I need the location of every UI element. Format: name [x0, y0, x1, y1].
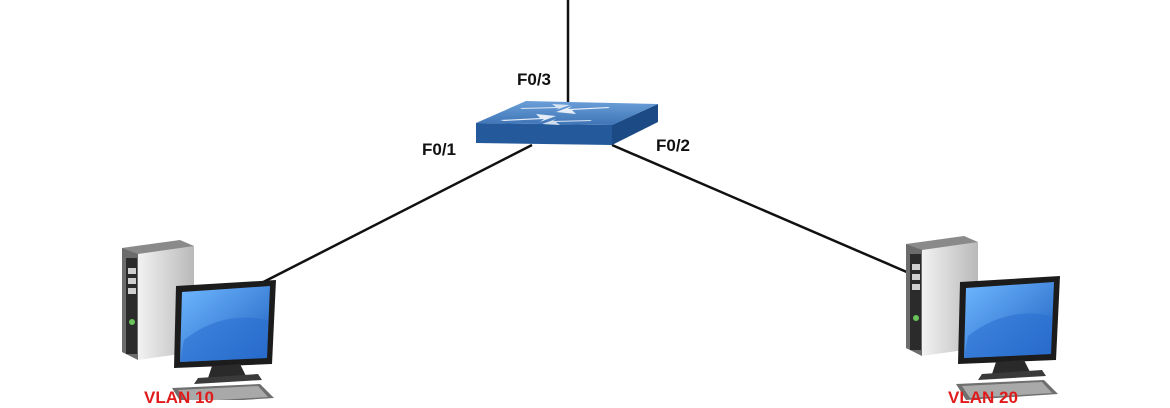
vlan-label-left: VLAN 10: [144, 388, 214, 407]
switch-icon: [476, 101, 658, 145]
port-label-right: F0/2: [656, 136, 691, 155]
port-label-left: F0/1: [422, 140, 457, 159]
vlan-label-right: VLAN 20: [948, 388, 1018, 407]
computer-icon: [906, 236, 1060, 400]
computer-icon: [122, 240, 276, 400]
port-label-uplink: F0/3: [517, 70, 552, 89]
link-right: [611, 143, 917, 278]
link-left: [235, 143, 533, 298]
